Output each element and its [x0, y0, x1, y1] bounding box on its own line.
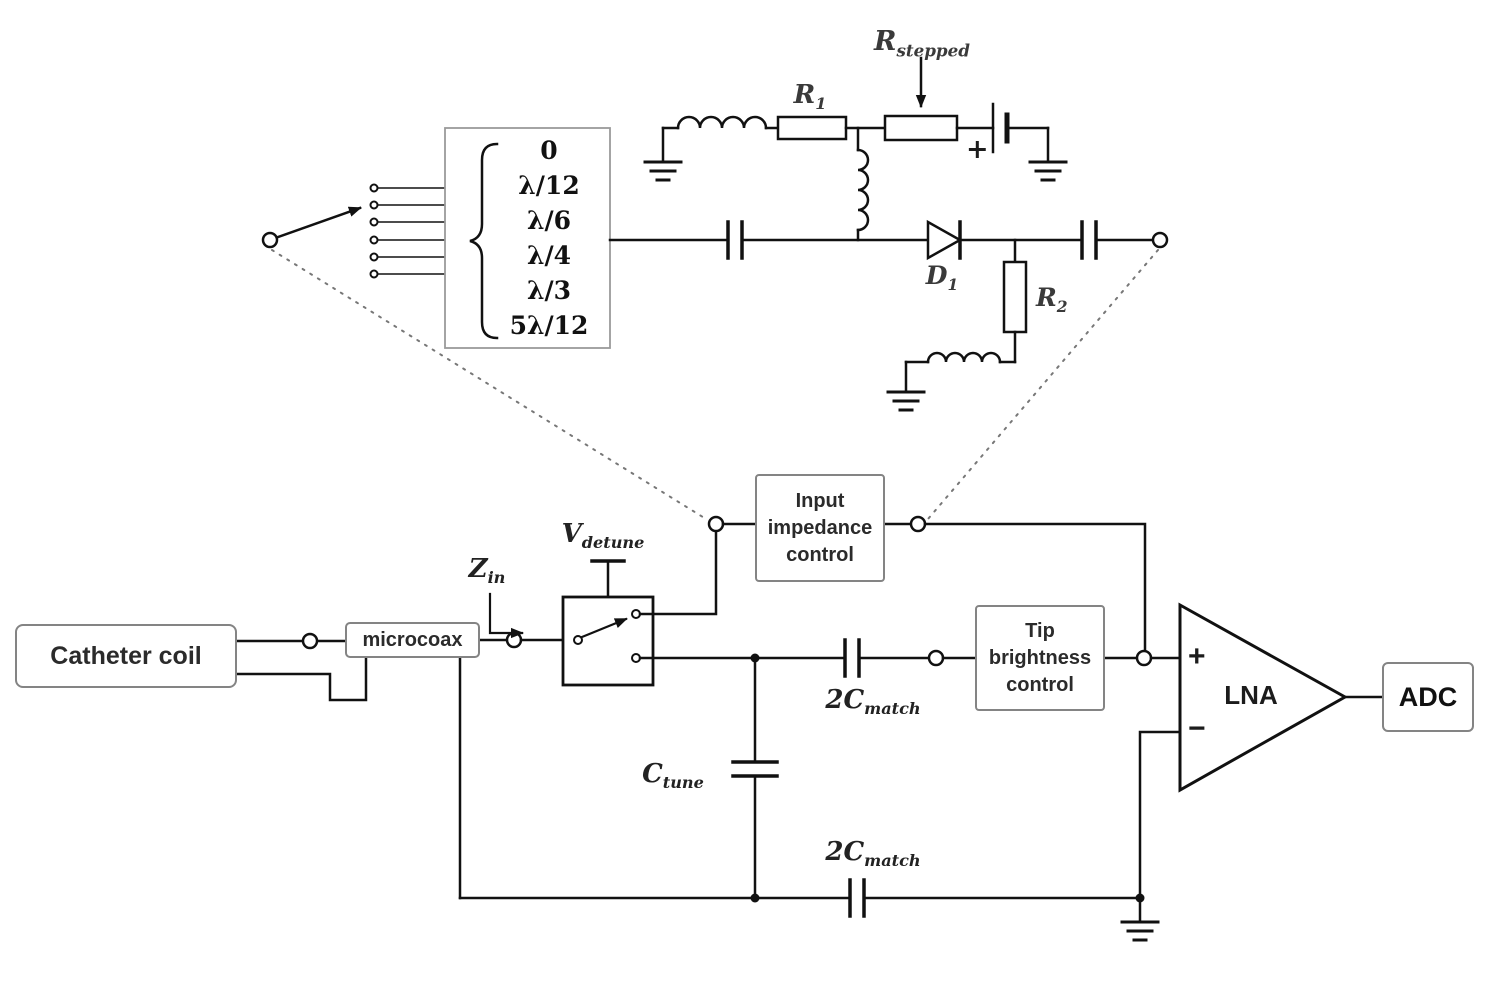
delay-option: λ/6	[526, 206, 572, 235]
lower-signal-path	[638, 638, 1182, 678]
lna-amplifier	[1178, 602, 1384, 793]
battery-symbol	[991, 102, 1010, 154]
coil-to-microcoax-wires	[235, 632, 368, 702]
iic-right-terminal	[909, 515, 927, 533]
ground-symbol-left	[643, 126, 683, 182]
label-z-in: Zin	[468, 554, 506, 588]
delay-option: 0	[540, 136, 558, 165]
rf-choke-top	[676, 115, 768, 130]
bias-branch	[643, 56, 1068, 242]
c-match-bottom-capacitor	[848, 878, 866, 918]
ground-symbol-main	[1120, 896, 1160, 942]
microcoax-box: microcoax	[345, 622, 480, 658]
tbc-left-terminal	[927, 649, 945, 667]
series-capacitor-right	[1080, 220, 1098, 260]
bottom-rail	[458, 730, 1182, 942]
upper-signal-path	[638, 515, 1147, 653]
ground-symbol-r2	[886, 360, 926, 412]
label-r2: R2	[1036, 283, 1068, 316]
resistor-r-stepped	[883, 114, 959, 142]
label-c-match-top: 2Cmatch	[825, 685, 921, 719]
lna-plus-sign: +	[1188, 640, 1206, 673]
curly-brace	[469, 142, 499, 340]
lna-minus-sign: −	[1188, 712, 1206, 745]
detail-main-line	[608, 219, 1169, 261]
junction-dot	[750, 653, 760, 663]
label-r-stepped: Rstepped	[873, 26, 970, 61]
resistor-r1	[776, 115, 848, 141]
input-impedance-control-box: Input impedance control	[755, 474, 885, 582]
junction-dot	[750, 893, 760, 903]
detail-output-terminal	[1151, 231, 1169, 249]
coil-terminal	[301, 632, 319, 650]
tip-brightness-control-box: Tip brightness control	[975, 605, 1105, 711]
ground-symbol-right	[1028, 126, 1068, 182]
label-v-detune: Vdetune	[561, 519, 645, 553]
delay-option: 5λ/12	[509, 311, 589, 340]
label-d1: D1	[925, 261, 959, 294]
diode-d1	[926, 219, 963, 261]
delay-option: λ/4	[526, 241, 572, 270]
zin-arrow	[488, 592, 524, 639]
label-c-tune: Ctune	[642, 759, 704, 793]
delay-options-box	[444, 127, 611, 349]
delay-option: λ/12	[518, 171, 580, 200]
adc-box: ADC	[1382, 662, 1474, 732]
bias-inductor-vertical	[856, 126, 870, 242]
lna-label: LNA	[1224, 680, 1278, 710]
lna-triangle	[1178, 602, 1349, 793]
iic-left-terminal	[707, 515, 725, 533]
rf-choke-bottom	[926, 351, 1002, 364]
c-tune-branch	[731, 660, 779, 900]
battery-plus-sign: +	[966, 134, 989, 165]
resistor-r2	[1002, 260, 1028, 334]
delay-option: λ/3	[526, 276, 572, 305]
label-r1: R1	[793, 80, 827, 114]
lna-plus-terminal	[1135, 649, 1153, 667]
detune-switch	[561, 559, 655, 687]
zoom-guide-lines	[271, 249, 1159, 520]
label-c-match-bottom: 2Cmatch	[825, 837, 921, 871]
catheter-coil-box: Catheter coil	[15, 624, 237, 688]
zin-terminal	[505, 631, 523, 649]
delay-options-list: 0 λ/12 λ/6 λ/4 λ/3 5λ/12	[493, 133, 605, 343]
microcoax-to-switch-wires	[478, 592, 565, 649]
r2-branch	[886, 238, 1028, 412]
delay-selector-switch	[261, 183, 446, 279]
series-capacitor-left	[726, 220, 744, 260]
c-match-top-capacitor	[843, 638, 861, 678]
